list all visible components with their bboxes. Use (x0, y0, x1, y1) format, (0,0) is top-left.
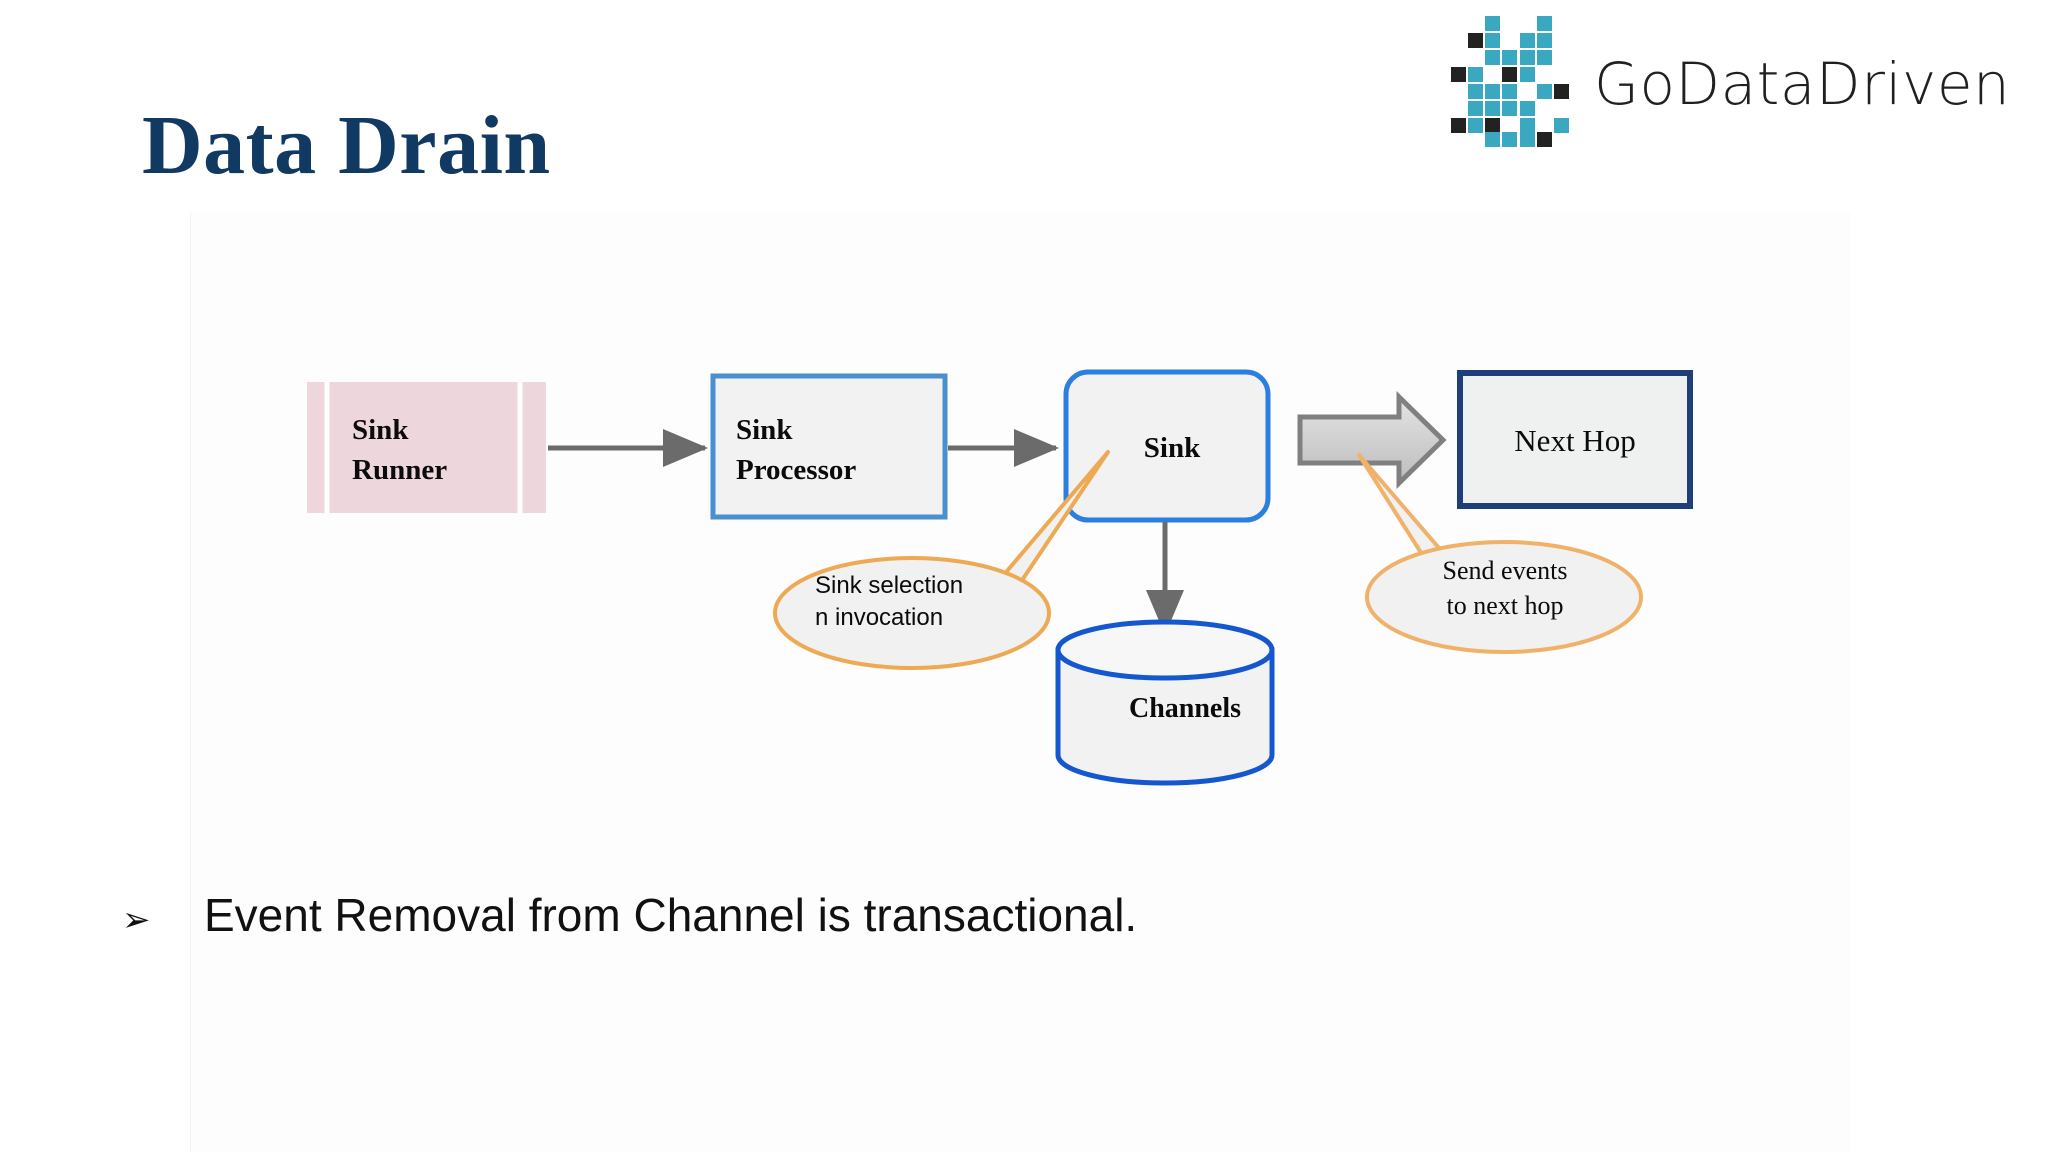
node-channels[interactable] (1055, 619, 1275, 786)
brand-wordmark: GoDataDriven (1594, 50, 2011, 118)
pixel-grid-logo-icon (1446, 14, 1576, 155)
bullet-arrow-icon: ➢ (122, 900, 151, 940)
callout-label-send-events: Send events to next hop (1442, 556, 1568, 621)
callout-label-sink-selection: Sink selection n invocation (815, 572, 964, 631)
node-sink-runner[interactable] (307, 382, 546, 513)
node-label-sink-processor: Sink Processor (736, 414, 857, 487)
brand-logo: GoDataDriven (1446, 14, 2026, 154)
node-label-next-hop: Next Hop (1514, 423, 1636, 458)
node-sink-processor[interactable] (710, 373, 948, 520)
node-label-channels: Channels (1128, 693, 1242, 724)
node-label-sink: Sink (1143, 432, 1201, 464)
connector-sink-to-next-hop-block-arrow (1297, 391, 1447, 489)
node-label-sink-runner: Sink Runner (352, 414, 448, 487)
callout-sink-selection[interactable] (773, 450, 1110, 670)
callout-send-events[interactable] (1357, 453, 1643, 654)
bullet-text: Event Removal from Channel is transactio… (204, 889, 1138, 941)
node-next-hop[interactable] (1457, 370, 1693, 509)
page-title: Data Drain (142, 99, 551, 192)
node-sink[interactable] (1063, 369, 1271, 523)
bullet-list-item: ➢ Event Removal from Channel is transact… (122, 888, 1137, 942)
